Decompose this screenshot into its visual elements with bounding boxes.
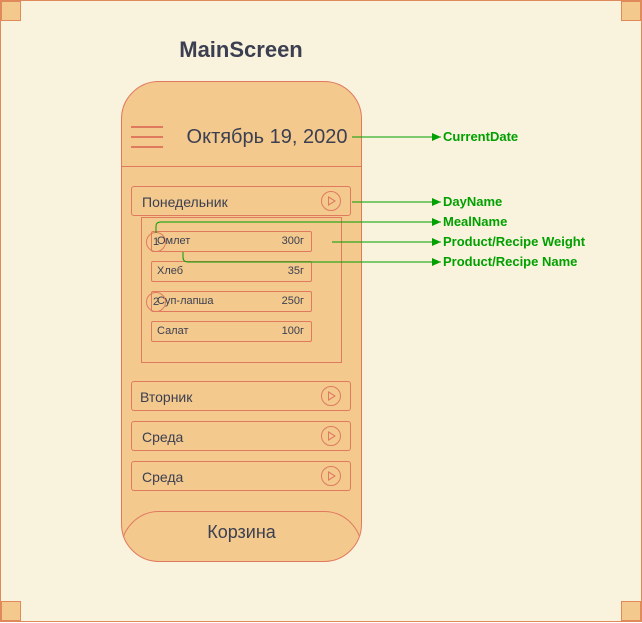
meal-panel <box>141 217 342 363</box>
day-row-tuesday[interactable]: Вторник <box>131 381 351 411</box>
product-weight: 35г <box>287 265 304 277</box>
play-circle-icon[interactable] <box>321 191 341 211</box>
corner-marker-bottom-left <box>1 601 21 621</box>
day-name: Среда <box>142 429 184 445</box>
diagram-title: MainScreen <box>179 37 303 62</box>
play-circle-icon[interactable] <box>321 426 341 446</box>
annotation-day-name: DayName <box>443 194 503 209</box>
cart-label: Корзина <box>207 522 276 542</box>
product-weight: 250г <box>281 295 304 307</box>
product-weight: 300г <box>281 235 304 247</box>
connector-product-name <box>182 252 441 266</box>
day-name: Среда <box>142 469 184 485</box>
connector-meal-name <box>155 218 441 233</box>
annotation-meal-name: MealName <box>443 214 508 229</box>
corner-marker-bottom-right <box>621 601 641 621</box>
annotation-current-date: CurrentDate <box>443 129 519 144</box>
play-circle-icon[interactable] <box>321 386 341 406</box>
cart-button[interactable]: Корзина <box>122 511 361 561</box>
product-name: Омлет <box>157 235 191 247</box>
day-name: Понедельник <box>142 194 228 210</box>
product-row[interactable]: Салат 100г <box>151 321 312 342</box>
phone-mockup: Октябрь 19, 2020 Понедельник 1 Омлет 300… <box>121 81 362 562</box>
product-row[interactable]: Хлеб 35г <box>151 261 312 282</box>
annotation-product-name: Product/Recipe Name <box>443 254 578 269</box>
product-weight: 100г <box>281 325 304 337</box>
day-name: Вторник <box>140 389 193 405</box>
product-name: Суп-лапша <box>157 295 214 307</box>
current-date: Октябрь 19, 2020 <box>186 126 348 148</box>
corner-marker-top-right <box>621 1 641 21</box>
product-name: Салат <box>157 325 189 337</box>
product-row[interactable]: Суп-лапша 250г <box>151 291 312 312</box>
header-divider <box>122 166 361 167</box>
hamburger-menu-icon[interactable] <box>131 124 163 150</box>
product-row[interactable]: Омлет 300г <box>151 231 312 252</box>
day-row-wednesday-2[interactable]: Среда <box>131 461 351 491</box>
day-row-monday[interactable]: Понедельник <box>131 186 351 216</box>
annotation-product-weight: Product/Recipe Weight <box>443 234 586 249</box>
play-circle-icon[interactable] <box>321 466 341 486</box>
product-name: Хлеб <box>157 265 184 277</box>
day-row-wednesday[interactable]: Среда <box>131 421 351 451</box>
corner-marker-top-left <box>1 1 21 21</box>
